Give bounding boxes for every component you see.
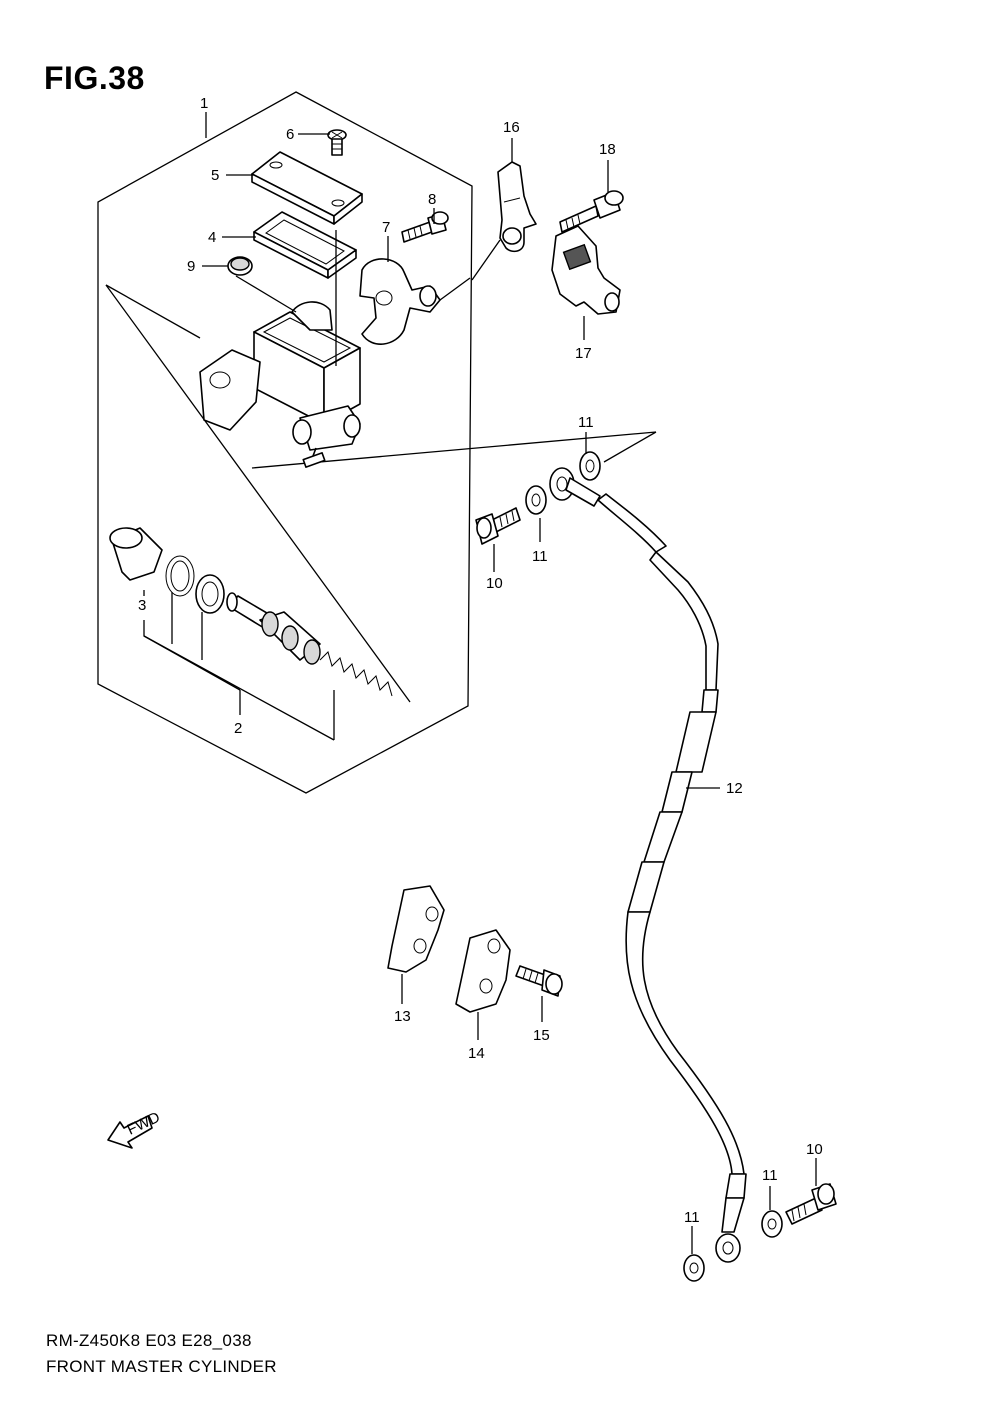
forward-arrow-icon: FWD — [107, 1109, 163, 1149]
callout-1: 1 — [200, 95, 208, 112]
brake-switch — [551, 225, 621, 315]
washers-top — [525, 451, 601, 515]
piston-set — [226, 592, 393, 697]
diaphragm-plate — [253, 211, 357, 279]
lever-switch — [497, 161, 537, 253]
callout-11-top: 11 — [578, 414, 594, 431]
inspection-window — [227, 256, 253, 276]
callout-8: 8 — [428, 191, 436, 208]
callout-4: 4 — [208, 229, 216, 246]
circlip — [165, 555, 195, 597]
piston-washer — [195, 574, 225, 614]
washers-bottom — [683, 1210, 783, 1282]
switch-screw — [559, 190, 624, 233]
lever-holder — [359, 258, 441, 345]
callout-11-bottom-left: 11 — [684, 1209, 700, 1226]
figure-title: FIG.38 — [44, 60, 145, 96]
leader-lines — [143, 112, 817, 1254]
union-bolt-top — [475, 507, 521, 545]
reservoir-screw — [327, 129, 347, 156]
callout-17: 17 — [575, 345, 592, 362]
callout-6: 6 — [286, 126, 294, 143]
holder-bolt — [401, 211, 449, 243]
brake-hose — [549, 467, 747, 1263]
callout-2: 2 — [234, 720, 242, 737]
caption-model-code: RM-Z450K8 E03 E28_038 — [46, 1331, 252, 1350]
fwd-label: FWD — [125, 1109, 163, 1139]
callout-11-bottom-right: 11 — [762, 1167, 778, 1184]
callout-11-mid: 11 — [532, 548, 548, 565]
callout-9: 9 — [187, 258, 195, 275]
callout-5: 5 — [211, 167, 219, 184]
callout-13: 13 — [394, 1008, 411, 1025]
reservoir-cap — [251, 151, 363, 225]
union-bolt-bottom — [785, 1183, 837, 1225]
callout-14: 14 — [468, 1045, 485, 1062]
callout-18: 18 — [599, 141, 616, 158]
caption-figure-name: FRONT MASTER CYLINDER — [46, 1357, 277, 1376]
callout-7: 7 — [382, 219, 390, 236]
hose-clamp-14 — [455, 929, 511, 1013]
callout-3: 3 — [138, 597, 146, 614]
callout-10-top: 10 — [486, 575, 503, 592]
callout-12: 12 — [726, 780, 743, 797]
dust-boot — [109, 527, 163, 581]
callout-16: 16 — [503, 119, 520, 136]
callout-15: 15 — [533, 1027, 550, 1044]
kit-bracket-lines — [143, 592, 335, 741]
callout-10-bottom: 10 — [806, 1141, 823, 1158]
master-cylinder-body — [199, 301, 361, 468]
hose-clamp-13 — [387, 885, 445, 973]
clamp-bolt — [515, 965, 563, 997]
assembly-outline — [97, 91, 473, 794]
